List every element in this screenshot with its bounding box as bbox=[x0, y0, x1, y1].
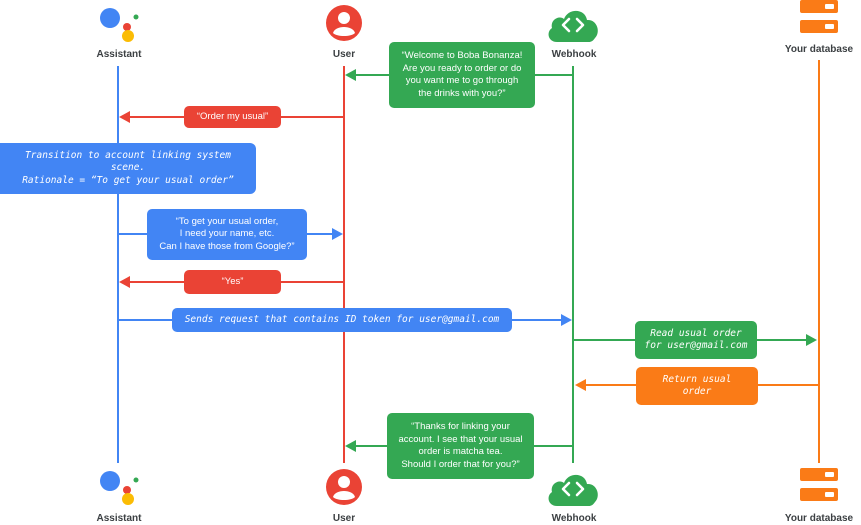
database-label-bottom: Your database bbox=[784, 513, 854, 524]
webhook-cloud-code-icon bbox=[548, 10, 598, 43]
google-assistant-icon bbox=[100, 8, 139, 42]
message-send-request: Sends request that contains ID token for… bbox=[172, 308, 512, 332]
user-avatar-icon bbox=[326, 5, 362, 41]
google-assistant-icon-bottom bbox=[100, 471, 139, 505]
message-yes: “Yes” bbox=[184, 270, 281, 294]
webhook-label-bottom: Webhook bbox=[551, 513, 597, 524]
user-label: User bbox=[332, 49, 356, 60]
webhook-label: Webhook bbox=[551, 49, 597, 60]
user-avatar-icon-bottom bbox=[326, 469, 362, 505]
database-server-icon bbox=[800, 0, 838, 33]
assistant-label: Assistant bbox=[96, 49, 142, 60]
assistant-label-bottom: Assistant bbox=[96, 513, 142, 524]
message-thanks: “Thanks for linking your account. I see … bbox=[387, 413, 534, 479]
message-ask-google: “To get your usual order, I need your na… bbox=[147, 209, 307, 260]
message-transition-scene: Transition to account linking system sce… bbox=[0, 143, 256, 194]
database-lifeline bbox=[818, 60, 820, 463]
message-order-usual: “Order my usual” bbox=[184, 106, 281, 128]
user-lifeline bbox=[343, 66, 345, 463]
message-welcome: “Welcome to Boba Bonanza! Are you ready … bbox=[389, 42, 535, 108]
webhook-lifeline bbox=[572, 66, 574, 463]
user-label-bottom: User bbox=[332, 513, 356, 524]
database-label: Your database bbox=[784, 44, 854, 55]
webhook-cloud-code-icon-bottom bbox=[548, 474, 598, 506]
message-read-order: Read usual order for user@gmail.com bbox=[635, 321, 757, 359]
assistant-lifeline bbox=[117, 66, 119, 463]
message-return-order: Return usual order bbox=[636, 367, 758, 405]
database-server-icon-bottom bbox=[800, 468, 838, 501]
